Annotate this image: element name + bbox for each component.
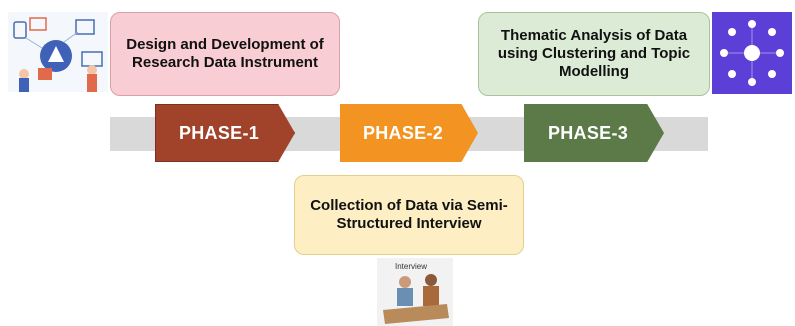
phase-1-label: PHASE-1 bbox=[178, 122, 260, 143]
clustering-illustration bbox=[712, 12, 792, 94]
phase-1-arrow: PHASE-1 bbox=[155, 104, 295, 162]
interview-illustration bbox=[377, 258, 453, 326]
interview-label: Interview bbox=[395, 262, 428, 271]
phase-3-description: Thematic Analysis of Data using Clusteri… bbox=[497, 27, 691, 80]
phase-2-description-box: Collection of Data via Semi-Structured I… bbox=[294, 175, 524, 255]
phase-3-label: PHASE-3 bbox=[547, 122, 629, 143]
research-design-illustration bbox=[8, 12, 108, 92]
phase-3-description-box: Thematic Analysis of Data using Clusteri… bbox=[478, 12, 710, 96]
phase-1-description: Design and Development of Research Data … bbox=[126, 36, 324, 71]
phase-2-description: Collection of Data via Semi-Structured I… bbox=[310, 197, 508, 232]
phase-3-arrow: PHASE-3 bbox=[524, 104, 664, 162]
phase-2-arrow: PHASE-2 bbox=[340, 104, 478, 162]
phase-1-description-box: Design and Development of Research Data … bbox=[110, 12, 340, 96]
phase-2-label: PHASE-2 bbox=[362, 122, 444, 143]
